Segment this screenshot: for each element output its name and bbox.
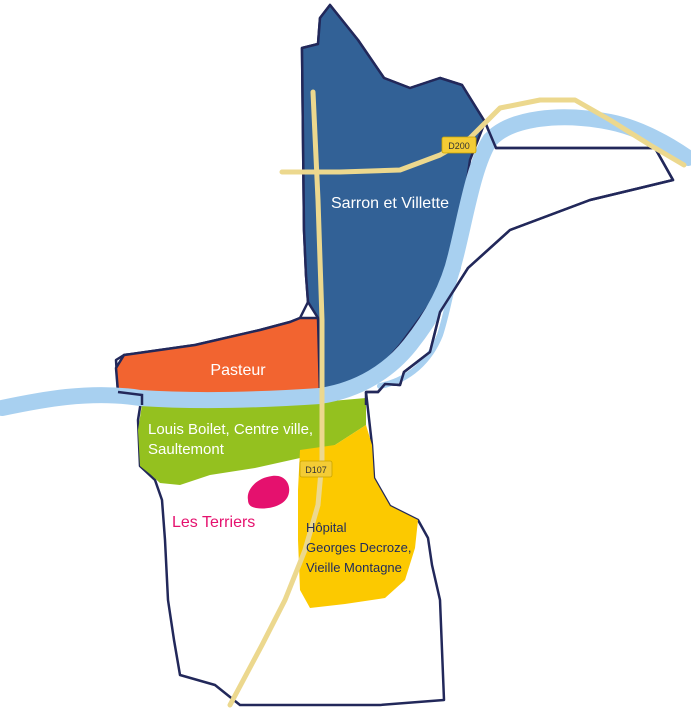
label-hopital-line3: Vieille Montagne xyxy=(306,560,402,575)
label-louis-boilet-line2: Saultemont xyxy=(148,441,225,458)
label-pasteur: Pasteur xyxy=(210,362,266,379)
boundary-east xyxy=(366,121,675,394)
label-louis-boilet-line1: Louis Boilet, Centre ville, xyxy=(148,421,313,438)
district-louis-boilet xyxy=(138,398,366,485)
label-hopital-line1: Hôpital xyxy=(306,520,347,535)
boundary-west-river xyxy=(117,390,144,405)
road-shield-d200: D200 xyxy=(441,136,477,154)
district-les-terriers xyxy=(247,475,290,509)
road-label-d200: D200 xyxy=(448,141,470,151)
label-sarron-et-villette: Sarron et Villette xyxy=(331,195,449,212)
road-shield-d107: D107 xyxy=(299,460,333,478)
label-les-terriers: Les Terriers xyxy=(172,514,255,531)
road-d200 xyxy=(279,97,687,175)
district-pasteur xyxy=(114,316,322,399)
label-hopital-line2: Georges Decroze, xyxy=(306,540,412,555)
river xyxy=(0,109,691,416)
road-label-d107: D107 xyxy=(305,465,327,475)
road-d107 xyxy=(227,89,325,708)
